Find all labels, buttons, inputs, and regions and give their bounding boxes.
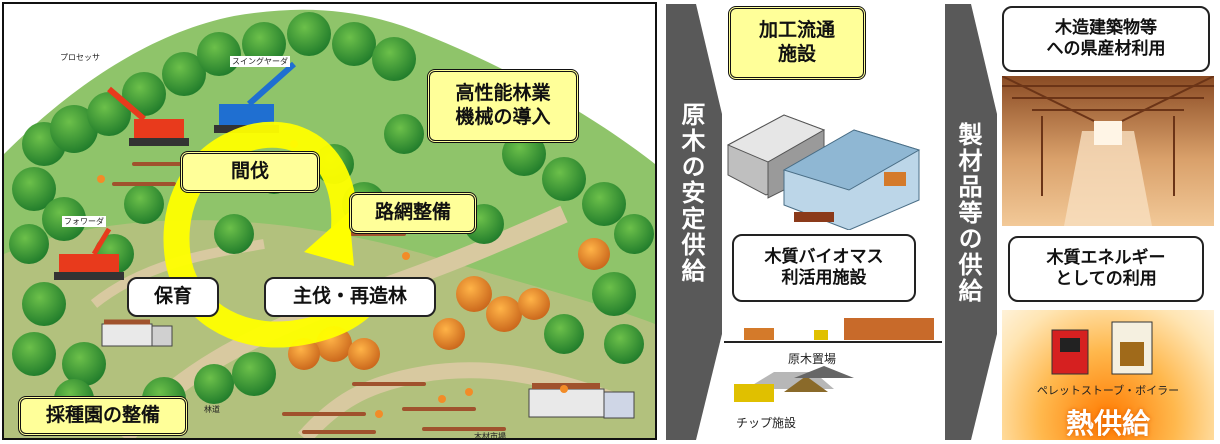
label-forest-road: 林道 [204,405,220,414]
label-timber-market: 木材市場 [474,432,506,440]
forest-management-panel: プロセッサ スイングヤーダ フォワーダ 林道 木材市場 高性能林業 機械の導入 … [2,2,657,440]
log-truck-right [528,383,635,419]
forwarder-machine [54,227,124,280]
label-forwarder: フォワーダ [62,216,106,227]
usage-panel: 木造建築物等 への県産材利用 木質エネルギー としての利用 ペレットストーブ・ボ [1000,4,1216,440]
log-supply-text: 原木の安定供給 [677,102,705,284]
main-harvest-box: 主伐・再造林 [264,277,436,317]
heat-supply-label: 熱供給 [1065,407,1150,440]
biomass-yard-illustration [724,318,942,402]
autumn-trees [288,238,610,370]
processing-panel: 加工流通 施設 木質バイオマス 利活用施設 原木置場 チップ施設 [724,4,942,440]
heat-supply-image: ペレットストーブ・ボイラー 熱供給 [1002,310,1214,440]
seed-orchard-box: 採種園の整備 [18,396,188,436]
log-supply-arrow: 原木の安定供給 [666,4,722,440]
chip-facility-label: チップ施設 [736,416,797,430]
pellet-stove-boiler-label: ペレットストーブ・ボイラー [1036,384,1180,397]
nurturing-box: 保育 [127,277,219,317]
wooden-building-box: 木造建築物等 への県産材利用 [1002,6,1210,72]
label-processor: プロセッサ [58,52,102,63]
biomass-facility-box: 木質バイオマス 利活用施設 [732,234,916,302]
lumber-supply-text: 製材品等の供給 [954,122,982,304]
forest-cycle-arrow [163,121,374,348]
lumber-supply-arrow: 製材品等の供給 [945,4,997,440]
wood-energy-box: 木質エネルギー としての利用 [1008,236,1204,302]
log-yard-label: 原木置場 [788,352,837,366]
high-performance-machinery-box: 高性能林業 機械の導入 [427,69,579,143]
road-network-box: 路網整備 [349,192,477,234]
thinning-box: 間伐 [180,151,320,193]
wooden-hall-photo [1002,76,1214,226]
log-rows [112,162,506,434]
processing-distribution-box: 加工流通 施設 [728,6,866,80]
processor-machine [107,86,189,146]
sawmill-illustration [726,114,921,230]
label-swing-yarder: スイングヤーダ [230,56,290,67]
log-truck-left [101,319,173,347]
